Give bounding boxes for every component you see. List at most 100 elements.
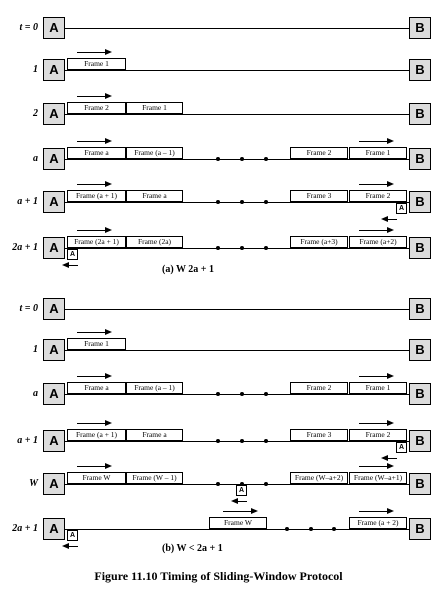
ellipsis-dot	[309, 527, 313, 531]
ack-arrow	[231, 498, 247, 505]
frame-direction-arrow	[77, 181, 112, 188]
link-line	[65, 529, 409, 530]
station-b: B	[409, 103, 431, 125]
ellipsis-dot	[285, 527, 289, 531]
ack-box: A	[396, 442, 407, 453]
frame-box: Frame W	[209, 517, 267, 529]
frame-box: Frame (a – 1)	[126, 382, 183, 394]
time-label: 1	[33, 344, 38, 355]
frame-box: Frame (a + 1)	[67, 190, 126, 202]
frame-box: Frame 2	[349, 429, 407, 441]
link-line	[65, 114, 409, 115]
station-b: B	[409, 430, 431, 452]
frame-direction-arrow	[77, 373, 112, 380]
frame-box: Frame 2	[290, 382, 348, 394]
time-label: 1	[33, 64, 38, 75]
ellipsis-dot	[264, 482, 268, 486]
frame-box: Frame (a+2)	[349, 236, 407, 248]
station-b: B	[409, 473, 431, 495]
frame-direction-arrow	[77, 420, 112, 427]
station-a: A	[43, 518, 65, 540]
frame-box: Frame 1	[349, 382, 407, 394]
station-a: A	[43, 430, 65, 452]
ellipsis-dot	[240, 200, 244, 204]
ellipsis-dot	[240, 439, 244, 443]
frame-direction-arrow	[359, 181, 394, 188]
station-b: B	[409, 298, 431, 320]
ellipsis-dot	[264, 439, 268, 443]
figure-title: Figure 11.10 Timing of Sliding-Window Pr…	[94, 569, 343, 583]
frame-box: Frame a	[126, 190, 183, 202]
frame-direction-arrow	[223, 508, 258, 515]
link-line	[65, 350, 409, 351]
time-label: a	[33, 388, 38, 399]
station-a: A	[43, 148, 65, 170]
ellipsis-dot	[264, 200, 268, 204]
ellipsis-dot	[240, 157, 244, 161]
ellipsis-dot	[216, 392, 220, 396]
station-b: B	[409, 518, 431, 540]
frame-box: Frame a	[67, 147, 126, 159]
station-b: B	[409, 17, 431, 39]
ack-arrow	[381, 216, 397, 223]
frame-box: Frame (a+3)	[290, 236, 348, 248]
frame-direction-arrow	[359, 420, 394, 427]
ack-box: A	[236, 485, 247, 496]
frame-box: Frame (2a)	[126, 236, 183, 248]
link-line	[65, 309, 409, 310]
frame-box: Frame 2	[349, 190, 407, 202]
frame-direction-arrow	[77, 138, 112, 145]
ack-box: A	[67, 530, 78, 541]
frame-direction-arrow	[77, 463, 112, 470]
frame-box: Frame 1	[126, 102, 183, 114]
frame-box: Frame (W – 1)	[126, 472, 183, 484]
station-a: A	[43, 191, 65, 213]
link-line	[65, 159, 409, 160]
frame-direction-arrow	[359, 227, 394, 234]
ellipsis-dot	[216, 157, 220, 161]
station-a: A	[43, 17, 65, 39]
frame-box: Frame (W–a+2)	[290, 472, 348, 484]
panel-caption: (b) W < 2a + 1	[162, 543, 223, 554]
frame-box: Frame a	[67, 382, 126, 394]
station-a: A	[43, 59, 65, 81]
station-b: B	[409, 191, 431, 213]
frame-box: Frame (a + 2)	[349, 517, 407, 529]
station-a: A	[43, 383, 65, 405]
frame-direction-arrow	[77, 93, 112, 100]
frame-direction-arrow	[77, 49, 112, 56]
time-label: 2	[33, 108, 38, 119]
ellipsis-dot	[240, 482, 244, 486]
frame-box: Frame 1	[349, 147, 407, 159]
station-a: A	[43, 298, 65, 320]
station-a: A	[43, 473, 65, 495]
frame-box: Frame 3	[290, 429, 348, 441]
time-label: t = 0	[19, 22, 38, 33]
panel-caption: (a) W 2a + 1	[162, 264, 214, 275]
ellipsis-dot	[216, 439, 220, 443]
ack-box: A	[396, 203, 407, 214]
ellipsis-dot	[264, 246, 268, 250]
station-b: B	[409, 59, 431, 81]
frame-box: Frame (a – 1)	[126, 147, 183, 159]
time-label: a	[33, 153, 38, 164]
station-a: A	[43, 103, 65, 125]
frame-direction-arrow	[77, 227, 112, 234]
frame-box: Frame a	[126, 429, 183, 441]
link-line	[65, 70, 409, 71]
station-b: B	[409, 339, 431, 361]
ellipsis-dot	[216, 246, 220, 250]
ack-arrow	[381, 455, 397, 462]
link-line	[65, 248, 409, 249]
time-label: a + 1	[17, 196, 38, 207]
time-label: t = 0	[19, 303, 38, 314]
frame-box: Frame 2	[67, 102, 126, 114]
station-b: B	[409, 148, 431, 170]
frame-direction-arrow	[77, 329, 112, 336]
link-line	[65, 202, 409, 203]
frame-box: Frame 1	[67, 338, 126, 350]
station-b: B	[409, 237, 431, 259]
ellipsis-dot	[240, 246, 244, 250]
frame-direction-arrow	[359, 138, 394, 145]
frame-direction-arrow	[359, 463, 394, 470]
